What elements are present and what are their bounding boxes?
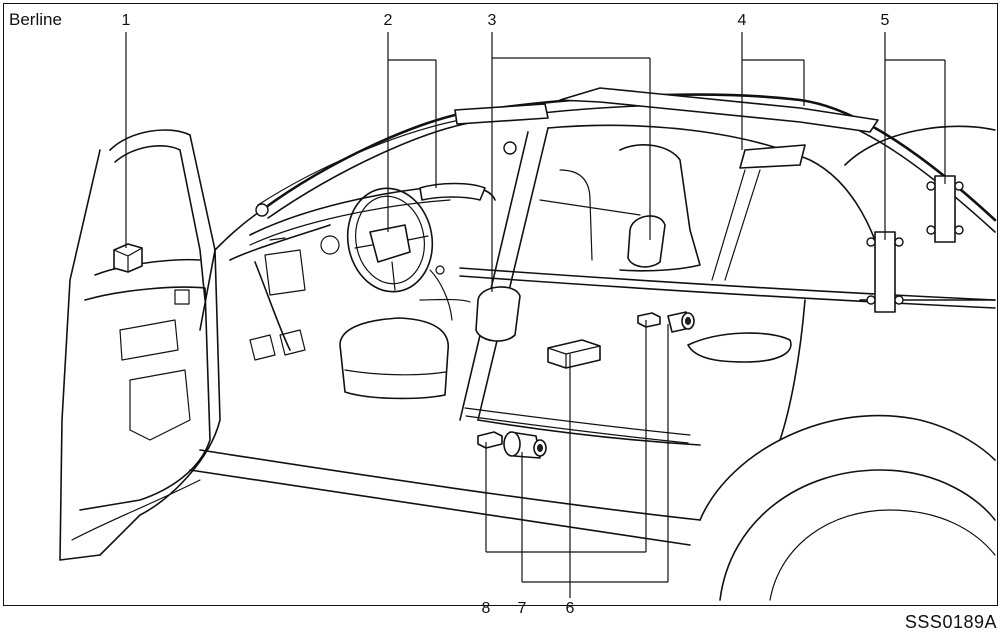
front-door-open <box>59 129 221 561</box>
callout-7: 7 <box>517 600 527 617</box>
callout-6: 6 <box>565 600 575 617</box>
component-3-seat-airbag-rear <box>627 215 666 268</box>
callout-1: 1 <box>121 12 131 29</box>
component-8-sensor-box-rear <box>637 312 661 328</box>
car-body-outline <box>189 93 997 601</box>
callout-2: 2 <box>383 12 393 29</box>
callout-8: 8 <box>481 600 491 617</box>
car-interior <box>249 119 701 400</box>
component-3-seat-airbag-front <box>475 286 521 342</box>
component-2-dash-airbag <box>419 182 486 201</box>
callout-3: 3 <box>487 12 497 29</box>
diagram-title: Berline <box>9 10 62 29</box>
component-7-sensor-front <box>503 431 547 459</box>
figure-code: SSS0189A <box>904 612 997 632</box>
component-7-sensor-rear <box>667 311 695 333</box>
callout-5: 5 <box>880 12 890 29</box>
diagram-frame <box>3 3 998 606</box>
component-6-control-unit <box>547 339 601 369</box>
component-4-curtain-airbag <box>255 87 879 217</box>
component-8-sensor-box-front <box>477 431 503 449</box>
component-1-box <box>113 243 143 273</box>
callout-4: 4 <box>737 12 747 29</box>
component-5-rear-parts <box>866 175 964 313</box>
leader-lines <box>125 32 946 598</box>
